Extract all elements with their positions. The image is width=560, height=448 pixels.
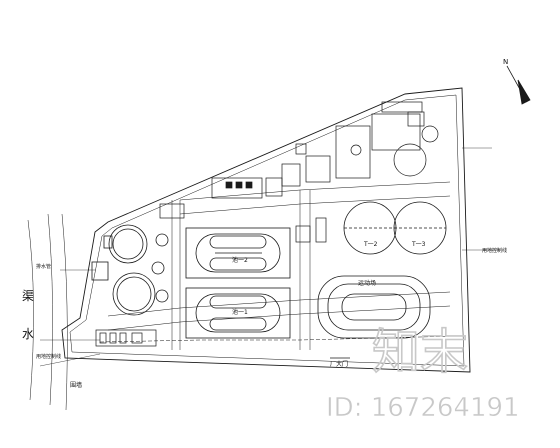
watermark-id: ID: 167264191 [326,393,520,423]
river-label: 渠 [22,289,34,303]
pipe-lines [39,147,500,367]
storage-tanks [343,201,447,255]
pipe-left-label-2: 排水管 [36,263,51,270]
pipe-right-label: 用地控制线 [482,247,507,254]
tank-3-label: T一3 [411,241,426,248]
oxidation-ditch-upper [185,227,291,279]
building-complex [335,101,439,179]
north-label: N [503,58,508,66]
clarifier-tanks [91,224,169,316]
north-arrow-icon: N [503,58,531,105]
site-boundary [61,87,471,373]
field-label: 运动场 [358,279,376,287]
watermark-logo-text: 知末 [372,324,468,380]
track-field [317,275,431,339]
fence-label: 围墙 [70,381,82,389]
watermark-logo: 知末 [371,323,469,381]
pipe-left-label-1: 用地控制线 [36,353,61,360]
gate-label: 厂大门 [330,360,348,368]
pool-b-label: 池一1 [232,308,248,316]
internal-roads [99,181,461,350]
gate-area [95,329,350,359]
pool-a-label: 池一2 [232,256,248,264]
process-buildings [159,143,331,243]
river-label-2: 水 [22,327,34,341]
tank-2-label: T一2 [363,241,378,248]
river-lines [27,213,68,411]
